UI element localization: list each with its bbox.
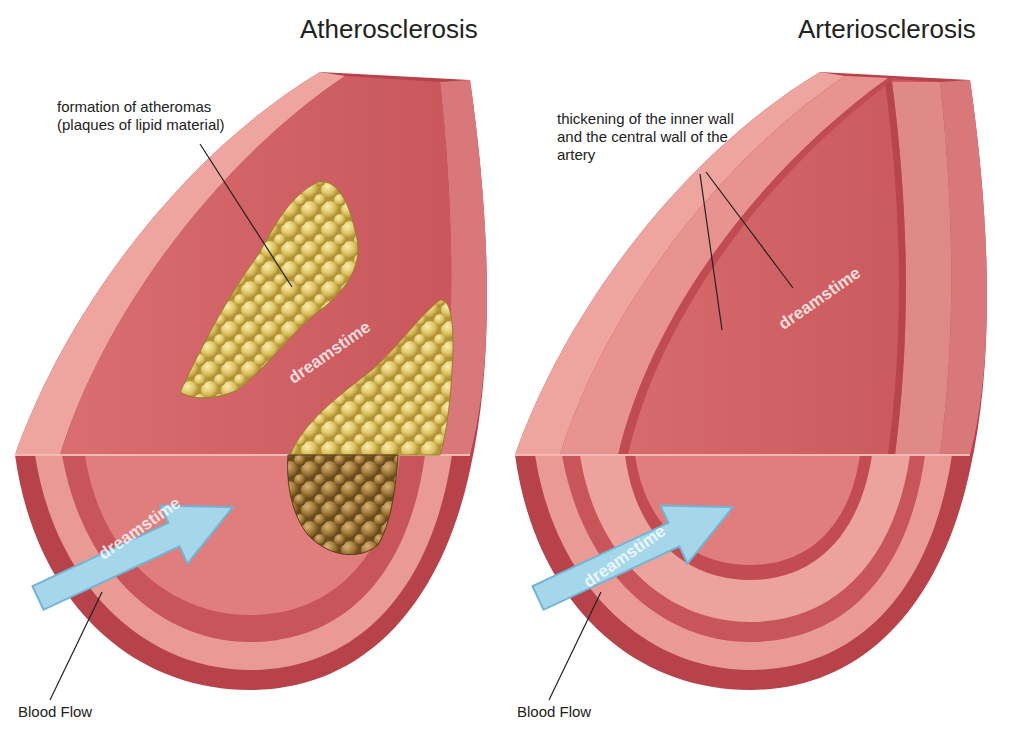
callout-label: formation of atheromas (plaques of lipid… xyxy=(57,98,245,134)
panel-title: Arteriosclerosis xyxy=(798,14,976,45)
panel-title: Atherosclerosis xyxy=(300,14,478,45)
artery-left xyxy=(15,72,487,690)
callout-label: thickening of the inner wall and the cen… xyxy=(557,110,757,164)
artery-right xyxy=(515,72,987,690)
leader-lines xyxy=(50,144,793,700)
flow-label: Blood Flow xyxy=(18,703,92,721)
flow-label: Blood Flow xyxy=(517,703,591,721)
